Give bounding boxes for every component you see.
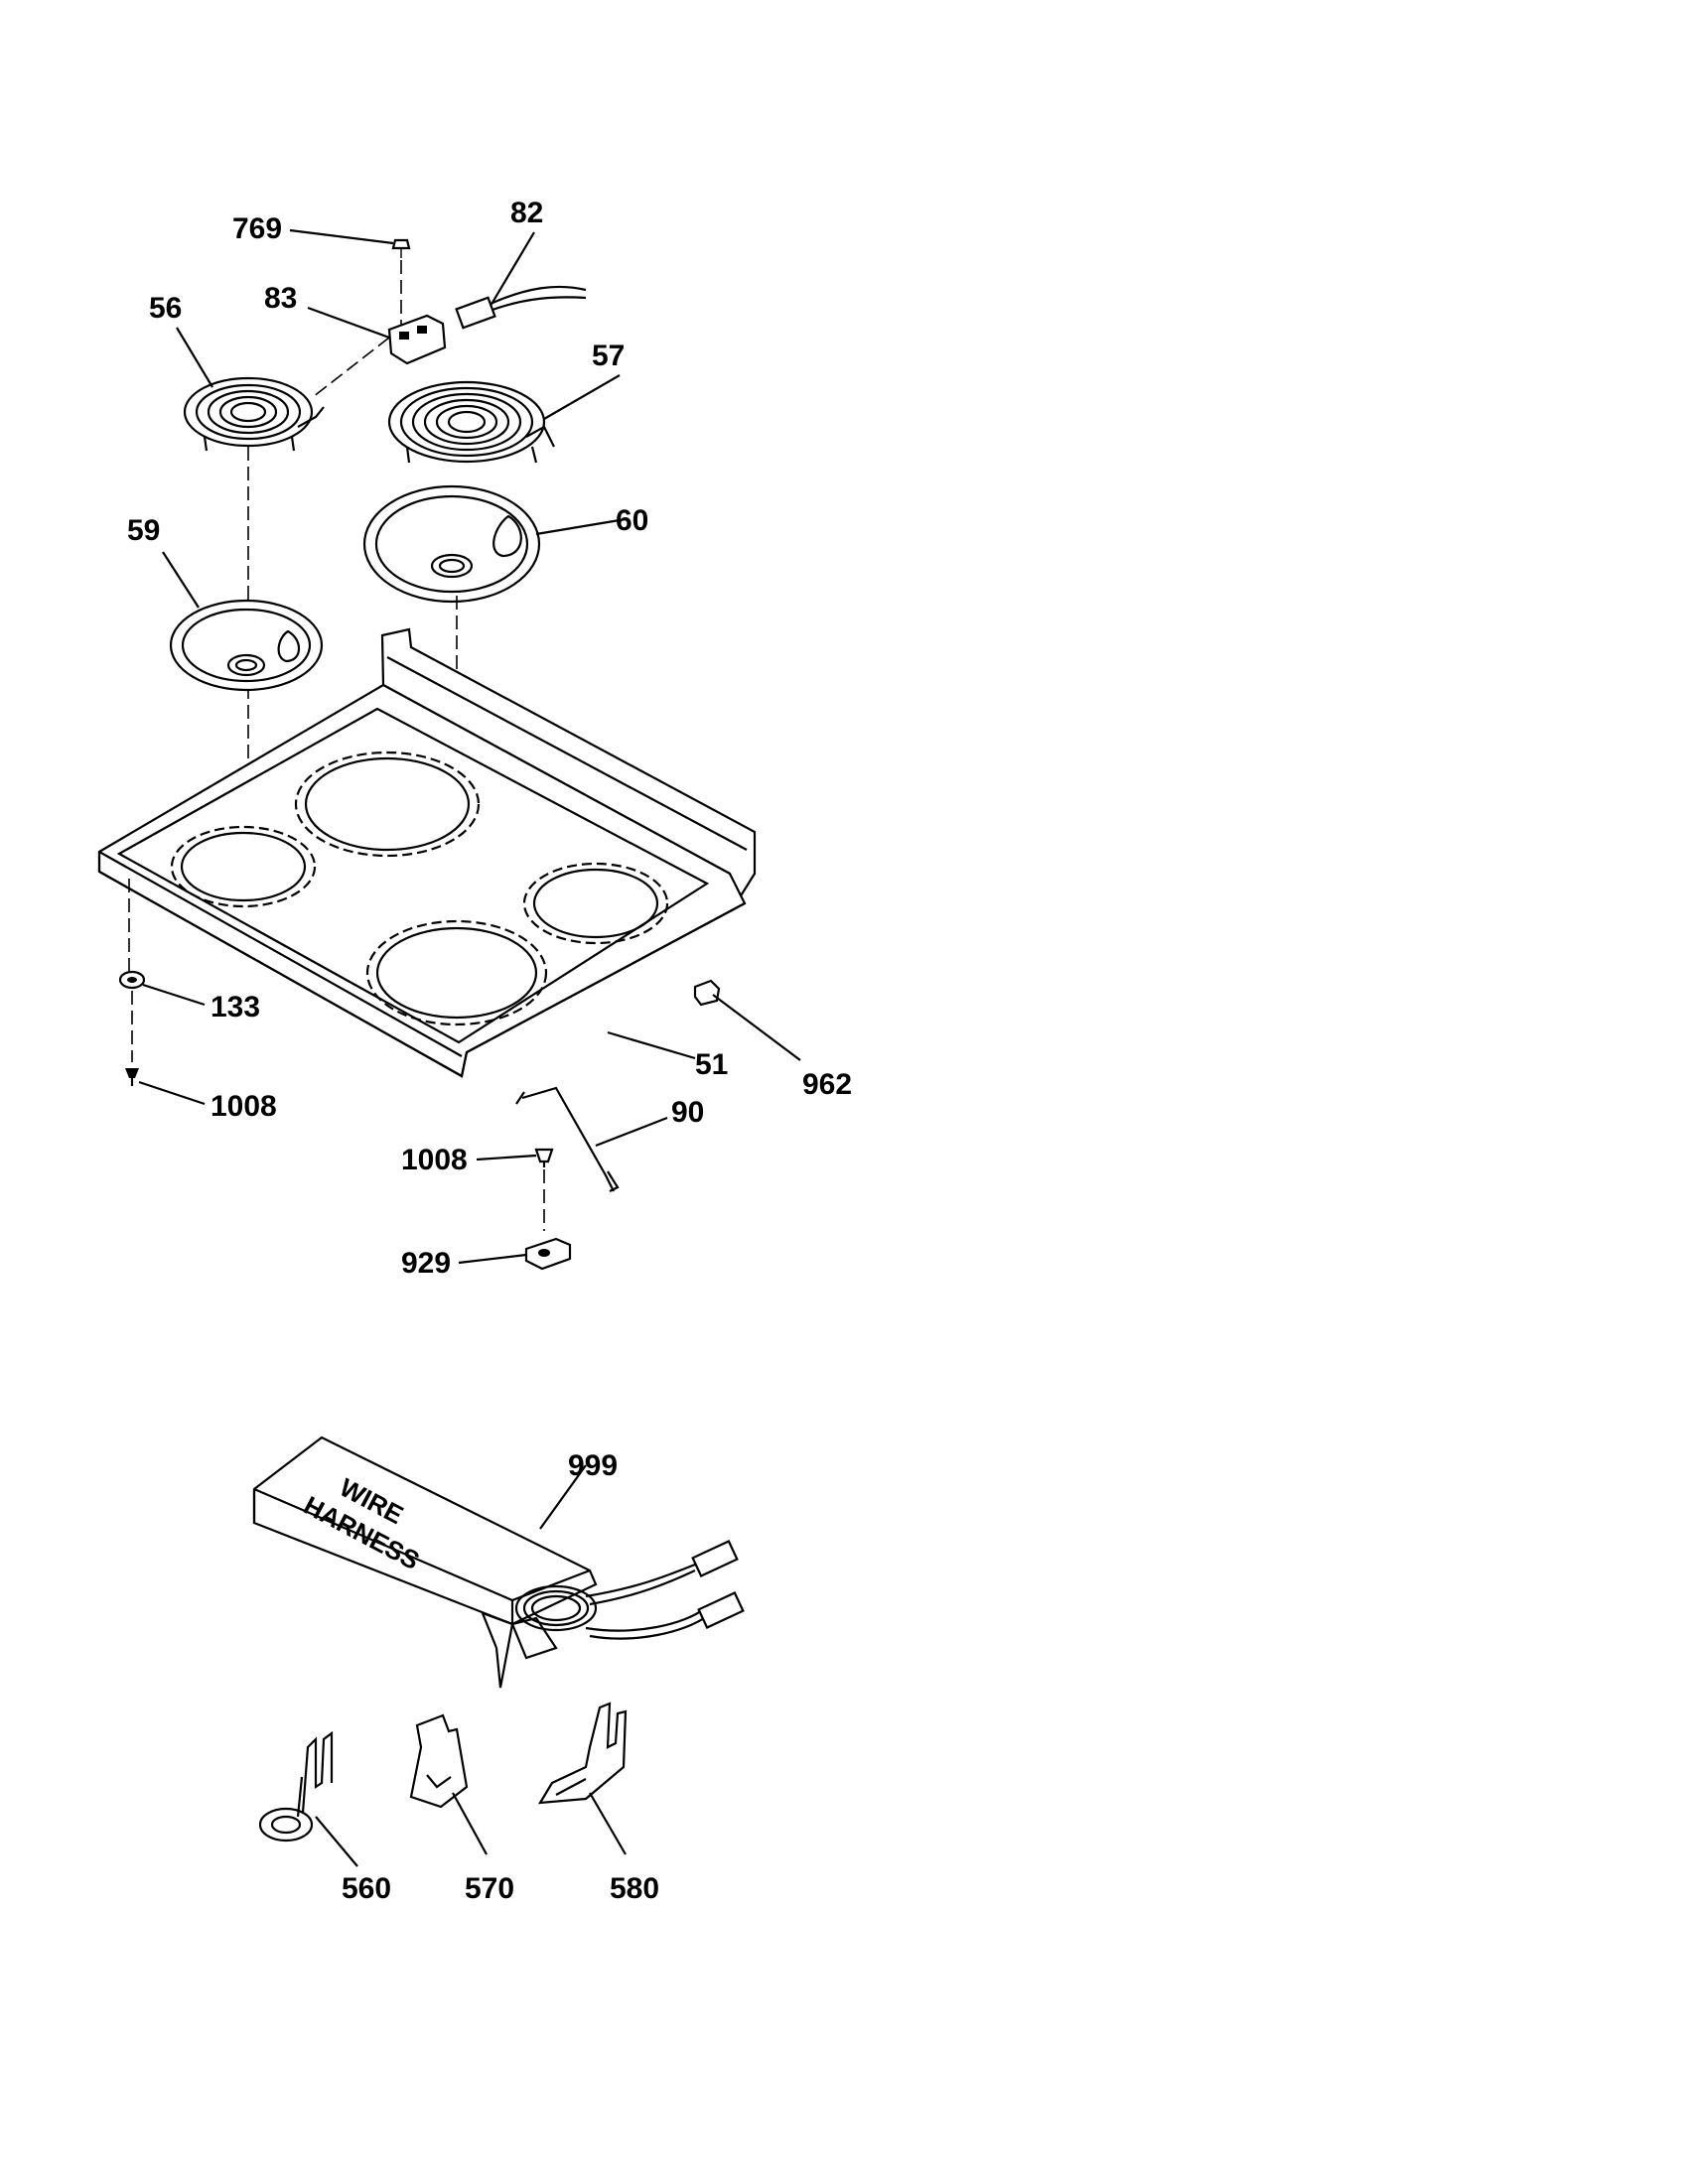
label-133: 133 <box>210 991 260 1024</box>
label-570: 570 <box>465 1872 514 1905</box>
part-769-screw <box>391 238 411 326</box>
label-580: 580 <box>610 1872 659 1905</box>
part-929-clamp <box>524 1237 572 1271</box>
part-570-spade-terminal <box>409 1713 469 1809</box>
label-57: 57 <box>592 340 625 372</box>
label-56: 56 <box>149 292 182 325</box>
label-999: 999 <box>568 1449 618 1482</box>
part-133-washer <box>118 970 146 1062</box>
part-560-ring-terminal <box>258 1730 334 1843</box>
part-59-small-drip-pan <box>169 599 324 692</box>
label-60: 60 <box>616 504 648 537</box>
label-929: 929 <box>401 1247 451 1280</box>
label-82: 82 <box>510 197 543 229</box>
part-1008b-screw <box>534 1148 554 1231</box>
label-90: 90 <box>671 1096 704 1129</box>
leader-lines <box>138 228 801 1867</box>
label-51: 51 <box>695 1048 728 1081</box>
label-962: 962 <box>802 1068 852 1101</box>
part-60-large-drip-pan <box>362 484 541 953</box>
part-number-labels: 769 82 83 56 57 60 59 133 1008 51 962 90… <box>127 197 852 1905</box>
part-1008a-screw <box>125 1068 139 1086</box>
label-1008b: 1008 <box>401 1144 468 1176</box>
label-560: 560 <box>342 1872 391 1905</box>
part-90-bracket-rod <box>515 1086 620 1192</box>
part-580-female-terminal <box>537 1702 628 1805</box>
part-999-wire-harness-box: WIRE HARNESS <box>252 1435 745 1689</box>
part-82-connector <box>455 285 587 330</box>
label-1008a: 1008 <box>210 1090 277 1123</box>
label-59: 59 <box>127 514 160 547</box>
part-51-cooktop <box>97 627 757 1078</box>
part-962-clip <box>693 979 721 1007</box>
part-57-large-coil-element <box>387 380 555 464</box>
part-83-terminal-block <box>312 314 447 398</box>
label-769: 769 <box>232 212 282 245</box>
label-83: 83 <box>264 282 297 315</box>
